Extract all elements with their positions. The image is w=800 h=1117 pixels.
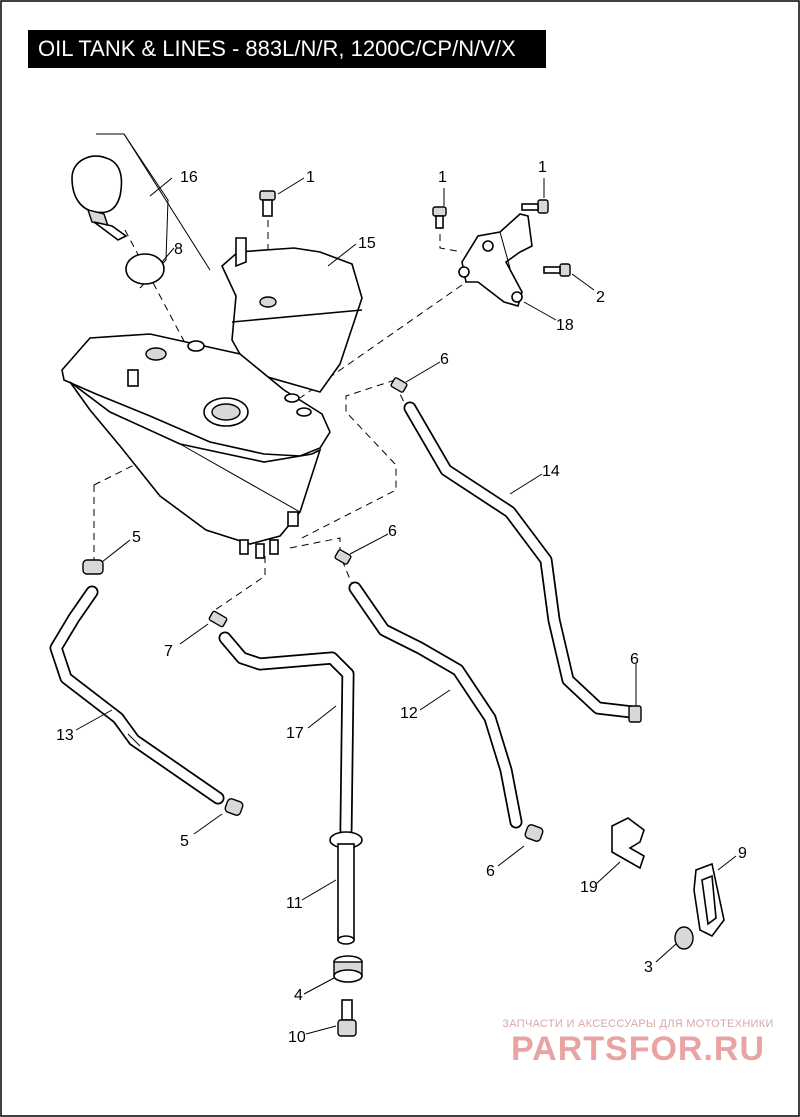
- callout-6-mid: 6: [388, 523, 397, 540]
- callout-6-top: 6: [440, 351, 449, 368]
- callout-6-lower: 6: [486, 863, 495, 880]
- callout-10: 10: [288, 1029, 306, 1046]
- callout-12: 12: [400, 705, 418, 722]
- callout-numbers: 16 8 1 15 1 1 2 18 6 14 5 6 7 13 17 12 6…: [56, 159, 747, 1046]
- callout-15: 15: [358, 235, 376, 252]
- callout-8: 8: [174, 241, 183, 258]
- bolt-bracket-left: [432, 206, 447, 229]
- callout-16: 16: [180, 169, 198, 186]
- clamp-7: [208, 610, 228, 628]
- clamp-5-lower: [224, 798, 244, 816]
- clamp-6-right: [628, 705, 642, 723]
- mounting-bracket: [458, 213, 533, 307]
- callout-2: 2: [596, 289, 605, 306]
- hose-clamp-4: [333, 955, 363, 983]
- callout-5-lower: 5: [180, 833, 189, 850]
- callout-11: 11: [286, 895, 303, 912]
- hose-17: [218, 631, 355, 837]
- callout-14: 14: [542, 463, 560, 480]
- grommet: [674, 926, 694, 950]
- callout-6-right: 6: [630, 651, 639, 668]
- diagram-title: OIL TANK & LINES - 883L/N/R, 1200C/CP/N/…: [28, 30, 546, 68]
- callout-1-right: 1: [538, 159, 547, 176]
- hose-12: [348, 581, 523, 829]
- drain-plug: [337, 999, 357, 1037]
- callout-3: 3: [644, 959, 653, 976]
- callout-5-upper: 5: [132, 529, 141, 546]
- bolt-bracket-right: [521, 199, 549, 214]
- hose-13: [49, 585, 225, 805]
- callout-leaders: [75, 177, 737, 1035]
- oil-tank: [61, 237, 363, 559]
- watermark: ЗАПЧАСТИ И АКСЕССУАРЫ ДЛЯ МОТОТЕХНИКИ PA…: [488, 1018, 788, 1069]
- callout-17: 17: [286, 725, 304, 742]
- hose-bracket-loop: [693, 862, 725, 938]
- clamp-6-lower: [524, 824, 544, 842]
- callout-9: 9: [738, 845, 747, 862]
- drain-tube: [329, 831, 363, 945]
- callout-1-left: 1: [438, 169, 447, 186]
- callout-13: 13: [56, 727, 74, 744]
- retainer-clip: [611, 817, 645, 870]
- hose-14: [403, 401, 639, 719]
- watermark-tagline: ЗАПЧАСТИ И АКСЕССУАРЫ ДЛЯ МОТОТЕХНИКИ: [502, 1018, 774, 1030]
- callout-7: 7: [164, 643, 173, 660]
- bolt-top-center: [259, 190, 276, 217]
- callout-4: 4: [294, 987, 303, 1004]
- watermark-logo: PARTSFOR.RU: [510, 1030, 766, 1068]
- clamp-6-mid: [334, 549, 352, 565]
- bolt-bracket-lower: [543, 263, 571, 277]
- o-ring: [125, 253, 165, 285]
- callout-18: 18: [556, 317, 574, 334]
- clamp-6-top: [390, 377, 408, 393]
- callout-1-center: 1: [306, 169, 315, 186]
- clamp-5-upper: [82, 559, 104, 575]
- callout-19: 19: [580, 879, 598, 896]
